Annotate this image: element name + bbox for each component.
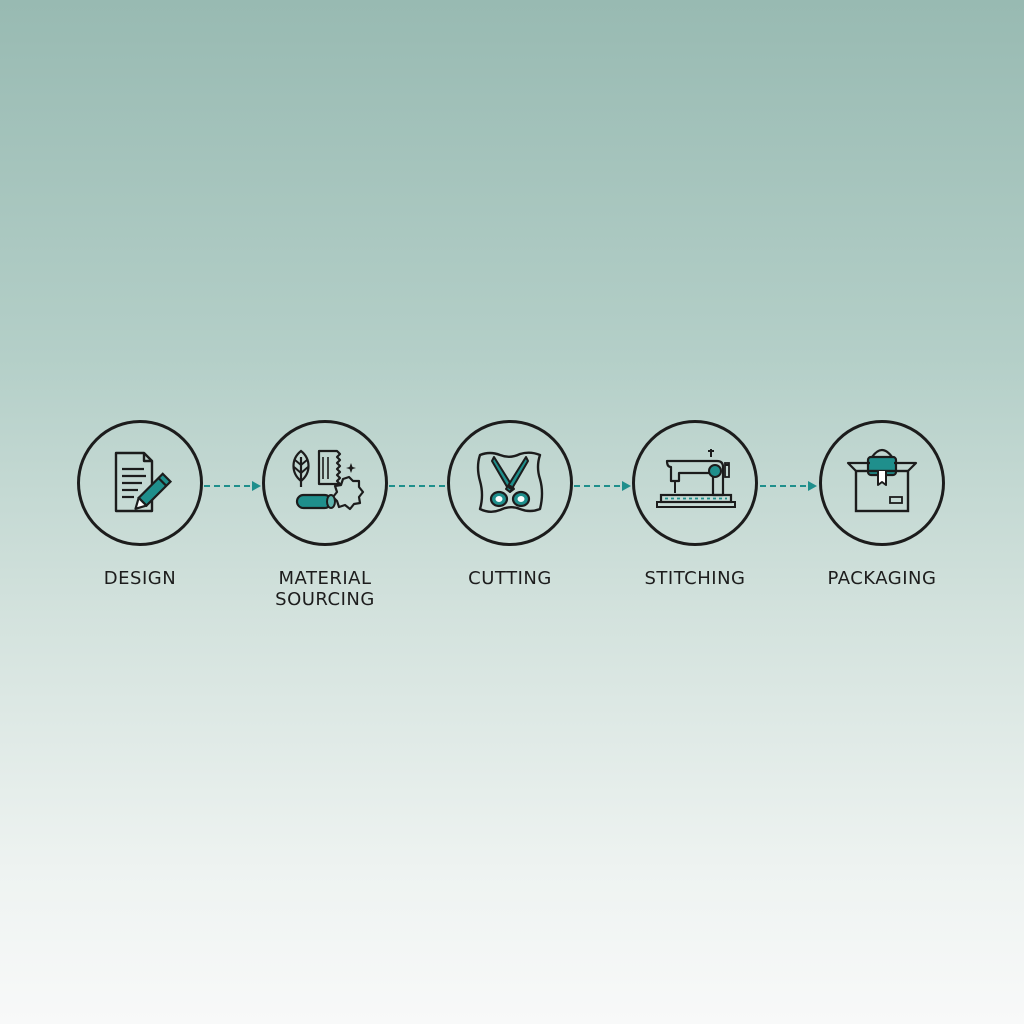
step-label: STITCHING [644,568,746,589]
sewing-machine-icon [656,449,736,508]
step-packaging: PACKAGING [782,420,982,589]
box-bag-icon [846,448,918,513]
step-circle [819,420,945,546]
flow-arrow [760,476,818,496]
step-label: CUTTING [468,568,552,589]
step-circle [447,420,573,546]
step-circle [632,420,758,546]
step-label: PACKAGING [827,568,937,589]
step-label: MATERIAL SOURCING [275,568,375,610]
step-cutting: CUTTING [410,420,610,589]
step-material-sourcing: MATERIAL SOURCING [225,420,425,610]
flow-arrow [389,476,447,496]
flow-arrow [204,476,262,496]
step-circle [77,420,203,546]
flow-arrow [574,476,632,496]
scissors-icon [476,451,544,513]
step-design: DESIGN [40,420,240,589]
materials-icon [292,449,365,511]
step-circle [262,420,388,546]
document-pencil-icon [114,451,173,513]
step-label: DESIGN [103,568,177,589]
step-stitching: STITCHING [595,420,795,589]
